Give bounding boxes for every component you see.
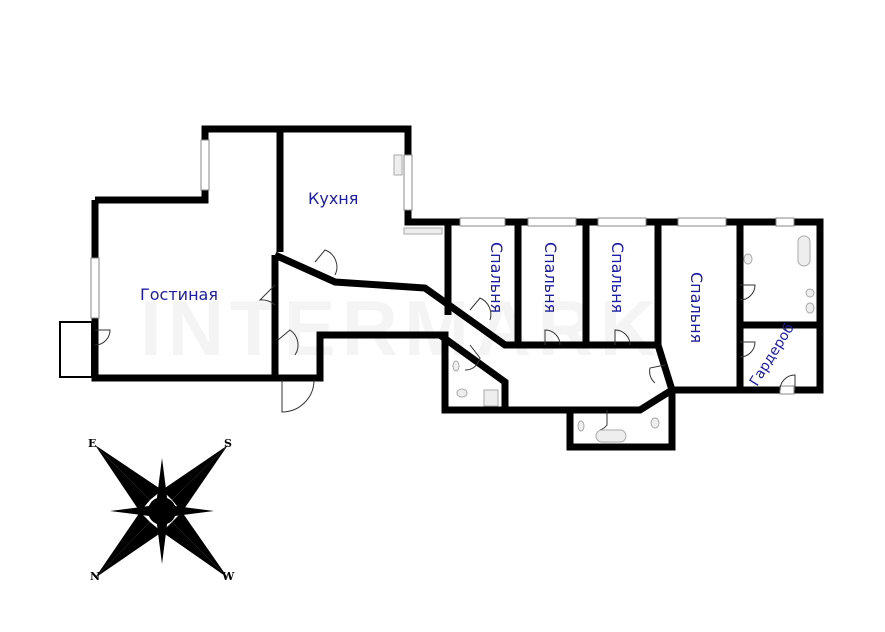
compass-rose-icon: E S N W xyxy=(88,437,235,583)
door xyxy=(277,329,299,356)
wall xyxy=(320,331,509,410)
windows xyxy=(90,139,795,395)
room-label-kitchen: Кухня xyxy=(308,189,358,208)
door xyxy=(258,284,276,306)
window xyxy=(677,217,727,227)
door xyxy=(614,329,631,346)
window xyxy=(597,217,647,227)
window xyxy=(779,385,795,395)
door xyxy=(464,344,481,371)
door xyxy=(314,249,338,276)
bathtub-icon xyxy=(797,235,811,267)
door xyxy=(94,329,111,346)
entrance-door xyxy=(281,379,315,413)
door xyxy=(544,329,561,346)
balcony xyxy=(59,321,93,378)
toilet-icon xyxy=(650,417,660,429)
outer-wall xyxy=(91,125,824,451)
toilet-icon xyxy=(456,388,468,398)
room-label-bedroom-2: Спальня xyxy=(541,242,560,313)
stove-icon xyxy=(393,154,403,176)
window xyxy=(459,217,506,227)
room-label-bedroom-4: Спальня xyxy=(687,272,706,343)
compass-label-s: S xyxy=(224,437,232,450)
doors xyxy=(94,249,796,431)
window xyxy=(775,217,795,227)
walls xyxy=(59,125,824,451)
toilet-icon xyxy=(805,288,815,298)
window xyxy=(90,257,100,319)
door xyxy=(739,341,756,358)
wall xyxy=(273,251,660,349)
toilet-icon xyxy=(805,302,815,314)
window xyxy=(200,139,210,191)
window xyxy=(403,154,413,211)
compass-label-n: N xyxy=(90,570,100,583)
wall xyxy=(570,343,677,414)
room-label-wardrobe: Гардероб xyxy=(747,321,798,389)
room-label-bedroom-1: Спальня xyxy=(487,242,506,313)
watermark: INTERMARK xyxy=(140,284,662,372)
bathtub-icon xyxy=(595,429,627,443)
room-label-living: Гостиная xyxy=(140,285,218,304)
fixtures xyxy=(393,154,815,443)
sink-icon xyxy=(452,360,460,372)
door xyxy=(779,374,796,391)
door xyxy=(739,284,756,301)
window xyxy=(527,217,577,227)
compass-label-w: W xyxy=(221,570,235,583)
door xyxy=(469,297,492,321)
compass-label-e: E xyxy=(88,437,96,450)
room-label-bedroom-3: Спальня xyxy=(608,242,627,313)
sink-icon xyxy=(743,253,753,265)
shower-icon xyxy=(483,389,499,407)
counter-icon xyxy=(403,227,443,235)
door xyxy=(649,364,666,384)
sink-icon xyxy=(577,420,585,432)
